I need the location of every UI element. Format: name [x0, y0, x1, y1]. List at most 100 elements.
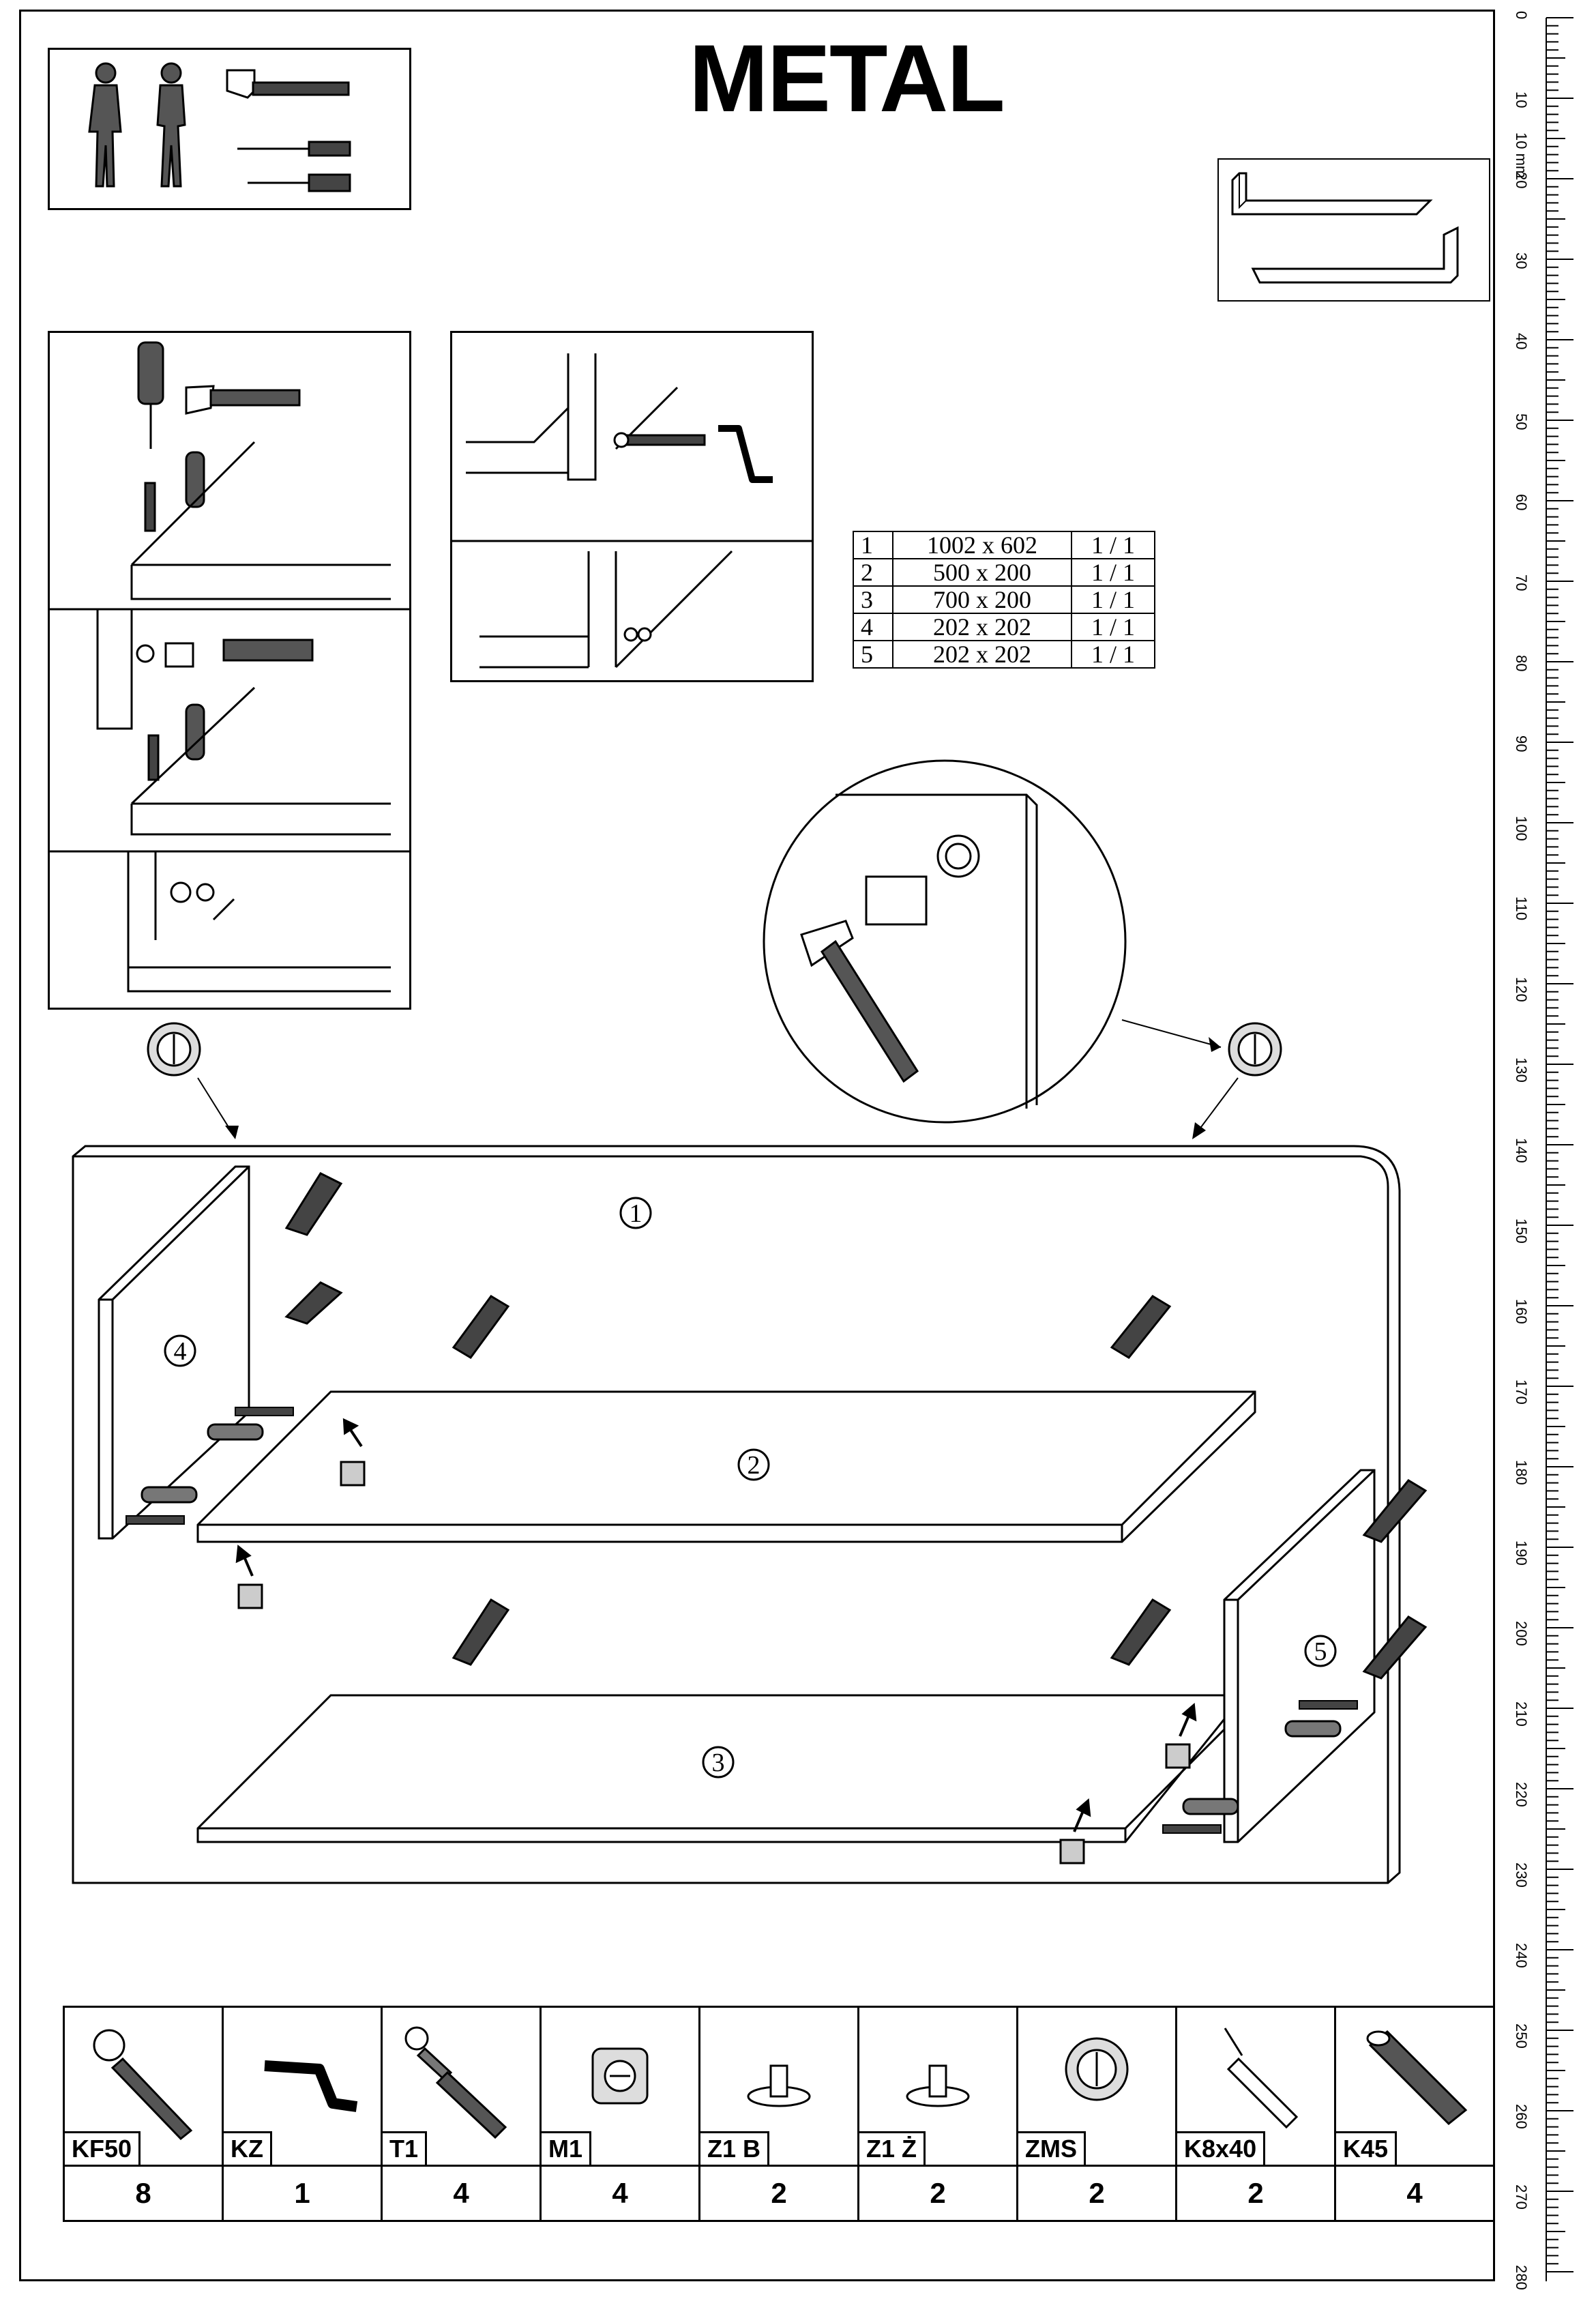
- page-frame: [19, 10, 1495, 2281]
- part-kf50: KF50: [63, 2006, 224, 2167]
- part-m1: M1: [540, 2006, 700, 2167]
- part-code: Z1 Ż: [859, 2131, 926, 2165]
- connector-bolt-icon: [125, 1407, 1358, 1834]
- screwdriver-phillips-icon: [248, 173, 351, 192]
- shelf-pin-icon: [747, 2064, 811, 2107]
- ruler-tick-label: 210: [1513, 1701, 1530, 1727]
- ruler-tick-label: 100: [1513, 816, 1530, 841]
- ruler-tick-label: 120: [1513, 977, 1530, 1002]
- ruler-tick-label: 190: [1513, 1540, 1530, 1566]
- parts-images-row: KF50 KZ T1: [63, 2006, 1495, 2167]
- table-row: 4 202 x 202 1 / 1: [853, 613, 1155, 641]
- shelf-panel-2: [196, 1390, 1256, 1543]
- ruler-tick-label: 280: [1513, 2265, 1530, 2290]
- part-k45: K45: [1334, 2006, 1495, 2167]
- screw-icon: [93, 2029, 193, 2141]
- ruler-tick-label: 250: [1513, 2023, 1530, 2049]
- ruler-tick-label: 30: [1513, 252, 1530, 269]
- main-assembly-diagram: 1 2 3 4 5: [72, 759, 1428, 1884]
- part-code: K45: [1336, 2131, 1398, 2165]
- svg-text:5: 5: [1314, 1637, 1327, 1666]
- ruler-tick-label: 40: [1513, 333, 1530, 350]
- hardware-parts-table: KF50 KZ T1: [63, 2006, 1495, 2222]
- cam-lock-icon: [170, 881, 215, 903]
- wooden-dowel-icon: [141, 1423, 1342, 1815]
- ruler-tick-label: 110: [1513, 896, 1530, 921]
- product-title: METAL: [689, 25, 1005, 132]
- ruler-tick-label: 230: [1513, 1862, 1530, 1888]
- part-code: M1: [542, 2131, 592, 2165]
- hammer-icon: [800, 920, 919, 1083]
- hammer-icon: [226, 69, 350, 99]
- panel-number-4: 4: [164, 1334, 196, 1367]
- table-row: 1 1002 x 602 1 / 1: [853, 531, 1155, 559]
- part-quantity: 8: [63, 2165, 224, 2222]
- screwdriver-flat-icon: [237, 141, 351, 157]
- panel-dimensions-table: 1 1002 x 602 1 / 1 2 500 x 200 1 / 1 3 7…: [853, 531, 1155, 669]
- hammer-icon: [185, 385, 301, 415]
- part-quantity: 4: [1334, 2165, 1495, 2222]
- ruler-tick-label: 260: [1513, 2104, 1530, 2129]
- ruler-tick-label: 140: [1513, 1138, 1530, 1163]
- part-quantity: 2: [1175, 2165, 1336, 2222]
- part-quantity: 4: [381, 2165, 542, 2222]
- ruler-tick-label: 220: [1513, 1782, 1530, 1807]
- part-quantity: 2: [1016, 2165, 1177, 2222]
- panel-number-3: 3: [702, 1746, 735, 1779]
- cover-cap-icon: [936, 834, 980, 878]
- hex-key-icon: [264, 2060, 358, 2112]
- ruler-tick-label: 10: [1513, 91, 1530, 108]
- cam-lock-icon: [623, 627, 652, 642]
- ruler-tick-label: 160: [1513, 1299, 1530, 1324]
- parts-quantity-row: 8 1 4 4 2 2 2 2 4: [63, 2165, 1495, 2222]
- panel-number-5: 5: [1304, 1635, 1337, 1667]
- table-row: 5 202 x 202 1 / 1: [853, 640, 1155, 669]
- part-quantity: 1: [222, 2165, 383, 2222]
- ruler-tick-label: 150: [1513, 1218, 1530, 1244]
- assembled-shelf-thumbnail: [1217, 158, 1490, 302]
- ruler-tick-label: 0: [1513, 11, 1530, 20]
- table-row: 3 700 x 200 1 / 1: [853, 585, 1155, 614]
- cam-lock-icon: [237, 1461, 1191, 1864]
- panel-number-1: 1: [619, 1197, 652, 1229]
- ruler-tick-label: 130: [1513, 1057, 1530, 1083]
- part-kz: KZ: [222, 2006, 383, 2167]
- panel-number-2: 2: [737, 1448, 770, 1481]
- ruler-tick-label: 180: [1513, 1460, 1530, 1485]
- bolt-icon: [144, 451, 205, 532]
- cover-cap-icon: [1228, 1022, 1282, 1077]
- part-code: ZMS: [1018, 2131, 1086, 2165]
- part-quantity: 4: [540, 2165, 700, 2222]
- ruler-tick-label: 270: [1513, 2184, 1530, 2210]
- part-k8x40: K8x40: [1175, 2006, 1336, 2167]
- cam-lock-icon: [136, 639, 314, 668]
- ruler-tick-label: 240: [1513, 1943, 1530, 1968]
- bolt-icon: [613, 432, 706, 448]
- arrow-icon: [235, 1418, 1197, 1832]
- ruler-tick-label: 200: [1513, 1621, 1530, 1646]
- part-code: Z1 B: [700, 2131, 770, 2165]
- dowel-icon: [147, 703, 205, 781]
- tools-required-box: [48, 48, 411, 210]
- connector-bolt-icon: [404, 2026, 507, 2139]
- svg-text:4: 4: [174, 1337, 187, 1366]
- cover-cap-icon: [1065, 2037, 1129, 2101]
- ruler-tick-label: 60: [1513, 494, 1530, 511]
- part-zms: ZMS: [1016, 2006, 1177, 2167]
- shelf-pin-icon: [906, 2064, 970, 2107]
- cam-lock-icon: [591, 2047, 649, 2105]
- ruler-tick-label: 50: [1513, 413, 1530, 430]
- two-people-icon: [88, 62, 186, 188]
- part-code: KZ: [224, 2131, 272, 2165]
- part-code: K8x40: [1177, 2131, 1266, 2165]
- svg-text:2: 2: [748, 1451, 760, 1480]
- wall-plug-icon: [1224, 2028, 1299, 2129]
- wall-mount-detail-circle: [763, 759, 1127, 1124]
- screwdriver-icon: [137, 341, 164, 449]
- ruler-tick-label: 90: [1513, 735, 1530, 752]
- side-panel-5: [1223, 1469, 1376, 1843]
- dowel-cam-instruction-box: [48, 331, 411, 1010]
- ruler-tick-label: 80: [1513, 655, 1530, 672]
- cover-cap-icon: [147, 1022, 201, 1077]
